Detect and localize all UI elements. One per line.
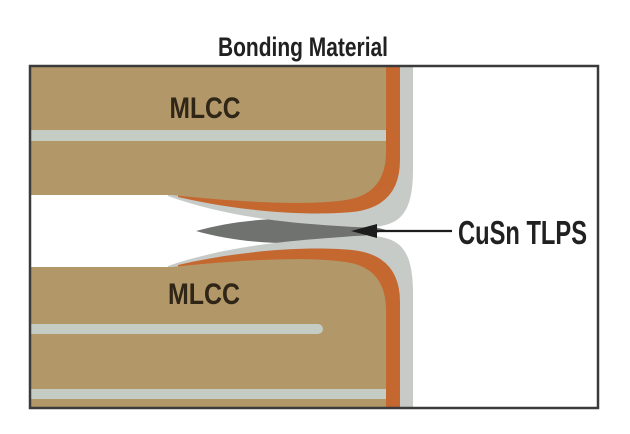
bond-callout-label: CuSn TLPS: [458, 214, 587, 251]
diagram-border: [28, 64, 600, 410]
bottom-mlcc-label: MLCC: [168, 278, 240, 311]
top-mlcc-label: MLCC: [170, 92, 241, 125]
bond-callout: CuSn TLPS: [351, 214, 587, 251]
bottom-mlcc-electrode-stripe-partial-left-end: [31, 324, 41, 334]
top-mlcc-electrode-stripe: [31, 130, 386, 141]
bottom-mlcc-electrode-stripe-partial: [31, 324, 323, 334]
callout-arrow-head: [351, 224, 377, 238]
top-mlcc: MLCC: [30, 66, 413, 228]
bottom-mlcc-ceramic-body: [30, 259, 386, 409]
bottom-mlcc-electrode-stripe-full: [31, 389, 386, 399]
bottom-mlcc: MLCC: [30, 235, 413, 409]
figure-title: Bonding Material: [218, 32, 388, 62]
